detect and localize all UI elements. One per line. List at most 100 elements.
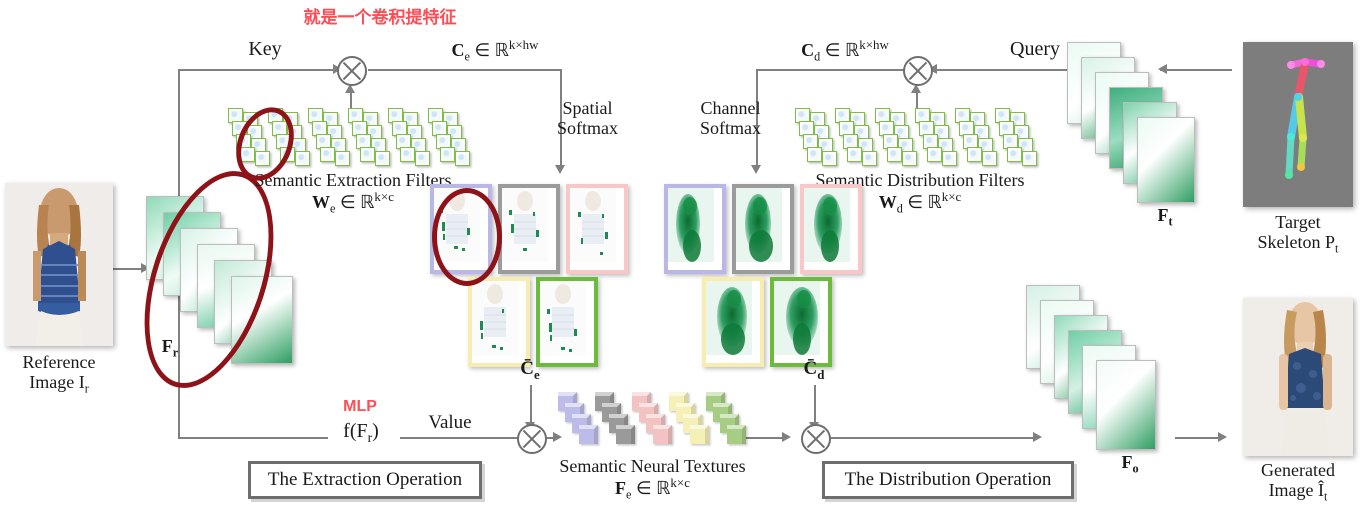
filter-sprite xyxy=(240,147,255,162)
wire-key xyxy=(178,69,338,71)
generated-image-label: Generated Image Ît xyxy=(1261,460,1335,504)
value-label: Value xyxy=(428,412,472,433)
semantic-extraction-filters-label: Semantic Extraction Filters We ∈ ℝk×c xyxy=(254,170,452,216)
attention-map-thumb xyxy=(498,184,560,274)
filter-sprite xyxy=(280,147,295,162)
ft-label: Ft xyxy=(1157,205,1173,229)
distribution-operation-label: The Distribution Operation xyxy=(844,469,1052,490)
neural-texture-cube xyxy=(690,425,709,444)
key-label: Key xyxy=(248,38,282,60)
reference-image-label: Reference Image Ir xyxy=(22,352,96,396)
distribution-operation-box[interactable]: The Distribution Operation xyxy=(822,461,1074,499)
semantic-distribution-filters-grid xyxy=(795,108,1045,170)
filter-sprite xyxy=(312,121,327,136)
arrow-we-up xyxy=(345,84,355,93)
tensor-cd-label: Cd ∈ ℝk×hw xyxy=(801,37,889,64)
attention-map-thumb xyxy=(702,277,764,367)
arrow-skel-to-ft xyxy=(1158,64,1167,74)
target-skeleton-label: Target Skeleton Pt xyxy=(1257,212,1339,256)
wire-fo-to-gen xyxy=(1175,437,1223,439)
filter-sprite xyxy=(432,121,447,136)
wire-textures-out xyxy=(742,437,787,439)
arrow-dist-to-fo xyxy=(1033,432,1042,442)
filter-sprite xyxy=(360,147,375,162)
filter-sprite xyxy=(400,147,415,162)
wire-dist-to-fo xyxy=(828,437,1038,439)
wire-query xyxy=(930,69,1068,71)
multiply-node-key xyxy=(337,56,367,86)
attention-map-thumb xyxy=(770,277,832,367)
semantic-distribution-filters-label: Semantic Distribution Filters Wd ∈ ℝk×c xyxy=(815,170,1025,216)
filter-sprite xyxy=(440,147,455,162)
wire-value-left xyxy=(178,437,328,439)
arrow-ref-to-fr xyxy=(141,263,150,273)
filter-sprite xyxy=(455,151,470,166)
tensor-cd-bar-label: C̄d xyxy=(803,358,825,382)
wire-cebar-down xyxy=(530,385,532,425)
wire-ce-down xyxy=(560,69,562,167)
wire-cd-down xyxy=(756,69,758,167)
fr-label: Fr xyxy=(161,336,179,360)
filter-sprite xyxy=(807,147,822,162)
filter-sprite xyxy=(1007,147,1022,162)
arrow-value xyxy=(553,432,562,442)
filter-sprite xyxy=(847,147,862,162)
filter-sprite xyxy=(1003,134,1018,149)
arrow-fo-to-gen xyxy=(1218,432,1227,442)
filter-sprite xyxy=(799,121,814,136)
query-label: Query xyxy=(1010,38,1060,60)
target-skeleton-photo xyxy=(1243,42,1353,207)
arrow-cd-down xyxy=(751,165,761,174)
filter-sprite xyxy=(942,151,957,166)
generated-image-photo xyxy=(1243,298,1353,456)
filter-sprite xyxy=(335,151,350,166)
multiply-node-distribute xyxy=(801,424,831,454)
filter-sprite xyxy=(255,151,270,166)
arrow-textures-out xyxy=(782,432,791,442)
wire-cd xyxy=(756,69,916,71)
annotation-ellipse-attention xyxy=(432,188,502,286)
semantic-neural-textures xyxy=(558,392,748,454)
filter-sprite xyxy=(862,151,877,166)
tensor-ce-label: Ce ∈ ℝk×hw xyxy=(451,37,539,64)
filter-sprite xyxy=(795,108,810,123)
attention-map-thumb xyxy=(664,184,726,274)
extraction-operation-box[interactable]: The Extraction Operation xyxy=(248,461,482,499)
neural-texture-cube xyxy=(579,425,598,444)
multiply-node-query xyxy=(903,56,933,86)
neural-texture-cube xyxy=(616,425,635,444)
arrow-wd-up xyxy=(911,84,921,93)
arrow-ce-down xyxy=(555,165,565,174)
attention-map-thumb xyxy=(800,184,862,274)
fo-label: Fo xyxy=(1121,452,1139,476)
filter-sprite xyxy=(272,121,287,136)
annotation-mlp-note: MLP xyxy=(343,398,377,415)
value-function-label: f(Fr) xyxy=(343,420,379,445)
filter-sprite xyxy=(875,108,890,123)
filter-sprite xyxy=(982,151,997,166)
filter-sprite xyxy=(320,147,335,162)
wire-ce xyxy=(368,69,562,71)
filter-sprite xyxy=(887,147,902,162)
filter-sprite xyxy=(1022,151,1037,166)
wire-skel-to-ft xyxy=(1160,69,1232,71)
filter-sprite xyxy=(375,151,390,166)
multiply-node-extract xyxy=(517,424,547,454)
neural-texture-cube xyxy=(727,425,746,444)
attention-map-thumb xyxy=(732,184,794,274)
filter-sprite xyxy=(822,151,837,166)
filter-sprite xyxy=(835,108,850,123)
attention-map-thumb xyxy=(536,277,598,367)
wire-we-up xyxy=(350,92,352,120)
semantic-extraction-filters-grid xyxy=(228,108,478,170)
attention-map-thumb xyxy=(468,277,530,367)
filter-sprite xyxy=(348,108,363,123)
tensor-ce-bar-label: C̄e xyxy=(520,358,540,382)
wire-cdbar-down xyxy=(814,385,816,425)
filter-sprite xyxy=(295,151,310,166)
reference-image-photo xyxy=(5,183,113,346)
filter-sprite xyxy=(396,134,411,149)
neural-texture-cube xyxy=(653,425,672,444)
filter-sprite xyxy=(967,147,982,162)
